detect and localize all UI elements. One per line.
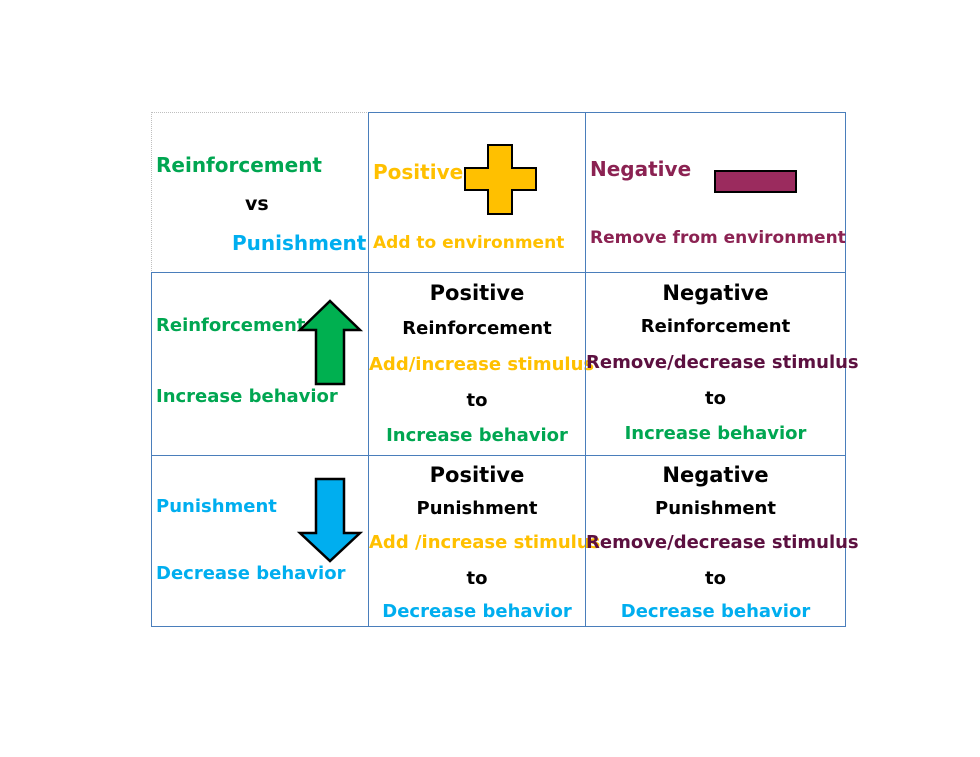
negative-reinforcement-cell: Negative Reinforcement Remove/decrease s…: [585, 272, 859, 456]
punishment-row-label-cell: Punishment Decrease behavior: [151, 455, 369, 627]
punishment-row-label: Punishment: [156, 496, 277, 517]
header-corner-cell: Reinforcement vs Punishment: [151, 112, 369, 273]
positive-reinforcement-result: Increase behavior: [386, 425, 568, 446]
negative-punishment-type: Punishment: [655, 498, 776, 519]
minus-icon: [714, 170, 797, 193]
positive-reinforcement-title: Positive: [429, 281, 525, 305]
negative-reinforcement-title: Negative: [662, 281, 769, 305]
reinforcement-row-label: Reinforcement: [156, 315, 306, 336]
negative-reinforcement-to: to: [705, 388, 726, 409]
punishment-row-effect: Decrease behavior: [156, 563, 346, 584]
positive-reinforcement-type: Reinforcement: [402, 318, 552, 339]
header-vs-label: vs: [245, 193, 269, 215]
positive-punishment-type: Punishment: [416, 498, 538, 519]
positive-punishment-title: Positive: [429, 463, 525, 487]
positive-header-subtitle: Add to environment: [373, 233, 565, 253]
negative-header-cell: Negative Remove from environment: [585, 112, 846, 273]
negative-header-subtitle: Remove from environment: [590, 228, 846, 248]
reinforcement-row-label-cell: Reinforcement Increase behavior: [151, 272, 369, 456]
reinforcement-row-effect: Increase behavior: [156, 386, 338, 407]
positive-reinforcement-to: to: [466, 390, 488, 411]
negative-punishment-result: Decrease behavior: [620, 601, 811, 622]
negative-punishment-title: Negative: [662, 463, 769, 487]
positive-header-cell: Positive Add to environment: [368, 112, 586, 273]
down-arrow-icon: [296, 477, 364, 563]
positive-punishment-to: to: [466, 568, 488, 589]
positive-punishment-cell: Positive Punishment Add /increase stimul…: [368, 455, 601, 627]
positive-punishment-action: Add /increase stimulus: [369, 532, 601, 553]
up-arrow-icon: [296, 299, 364, 386]
negative-reinforcement-result: Increase behavior: [624, 423, 807, 444]
negative-punishment-cell: Negative Punishment Remove/decrease stim…: [585, 455, 859, 627]
positive-header-title: Positive: [373, 160, 464, 184]
negative-reinforcement-type: Reinforcement: [640, 316, 791, 337]
negative-header-title: Negative: [590, 157, 692, 181]
positive-reinforcement-cell: Positive Reinforcement Add/increase stim…: [368, 272, 595, 456]
plus-icon: [464, 144, 537, 215]
negative-punishment-to: to: [705, 568, 726, 589]
header-reinforcement-label: Reinforcement: [156, 153, 322, 177]
positive-punishment-result: Decrease behavior: [382, 601, 572, 622]
header-punishment-label: Punishment: [232, 231, 367, 255]
positive-reinforcement-action: Add/increase stimulus: [369, 354, 595, 375]
negative-punishment-action: Remove/decrease stimulus: [586, 532, 859, 553]
negative-reinforcement-action: Remove/decrease stimulus: [586, 352, 859, 373]
